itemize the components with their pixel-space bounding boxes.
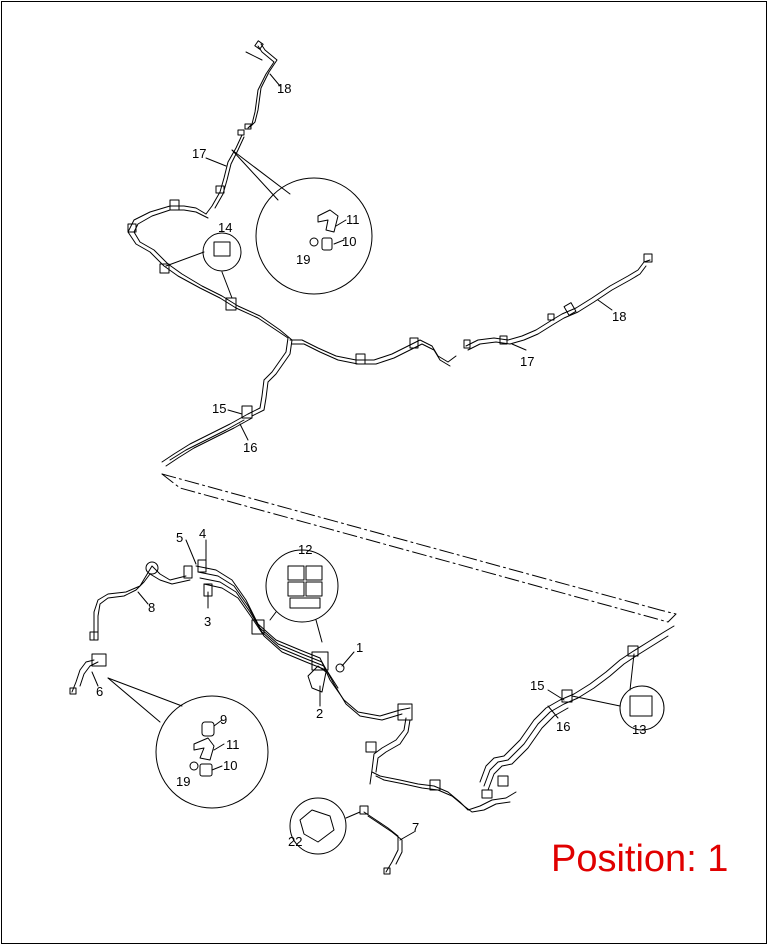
callout-18-right: 18 [612,309,626,324]
bolt-icon [321,237,333,251]
front-brake-line-left-upper [247,45,275,129]
rear-brake-line-lower [369,717,407,785]
callout-1: 1 [356,640,363,655]
front-brake-line-right-outer [465,259,651,347]
callout-13: 13 [632,722,646,737]
callout-16-lower: 16 [556,719,570,734]
clip-icon-14 [213,241,231,257]
detail-circle-14 [202,232,242,272]
clamp-icon-22 [299,809,335,843]
callout-17-top: 17 [192,146,206,161]
detail-circle-13 [619,685,665,731]
o-ring-icon [309,237,319,247]
callout-8: 8 [148,600,155,615]
callout-6: 6 [96,684,103,699]
rear-brake-line-main [195,565,411,717]
bracket-icon [317,209,339,233]
callout-3: 3 [204,614,211,629]
rear-brake-line-6 [71,659,95,693]
callout-2: 2 [316,706,323,721]
detail-circle-22 [289,797,347,855]
bolt-icon-10 [199,763,213,777]
callout-11-lower: 11 [226,737,240,752]
rear-brake-line-8 [93,565,187,641]
front-brake-line-right [289,339,457,363]
bracket-icon-11 [193,737,215,761]
o-ring-icon-19 [189,761,199,771]
callout-18-top: 18 [277,81,291,96]
callout-7: 7 [412,820,419,835]
callout-15-lower: 15 [530,678,544,693]
callout-17-right: 17 [520,354,534,369]
rear-brake-line-right [479,625,675,783]
rear-brake-line-7 [363,811,399,873]
position-label: Position: 1 [551,838,729,880]
callout-16-top: 16 [243,440,257,455]
front-brake-line-main [127,205,289,415]
callout-11-top: 11 [346,212,360,227]
callout-22: 22 [288,834,302,849]
detail-circle-12 [265,549,339,623]
clip-icon-12a [287,565,305,581]
callout-9: 9 [220,712,227,727]
callout-14: 14 [218,220,232,235]
callout-10-top: 10 [342,234,356,249]
callout-19-lower: 19 [176,774,190,789]
clip-icon-13 [629,695,653,717]
bolt-icon-9 [201,721,215,737]
callout-10-lower: 10 [223,758,237,773]
detail-circle-upper-fasteners [255,177,373,295]
callout-12: 12 [298,542,312,557]
detail-circle-lower-fasteners [155,695,269,809]
callout-5: 5 [176,530,183,545]
callout-4: 4 [199,526,206,541]
callout-19-top: 19 [296,252,310,267]
callout-15-top: 15 [212,401,226,416]
front-brake-line-left-mid [205,134,243,215]
